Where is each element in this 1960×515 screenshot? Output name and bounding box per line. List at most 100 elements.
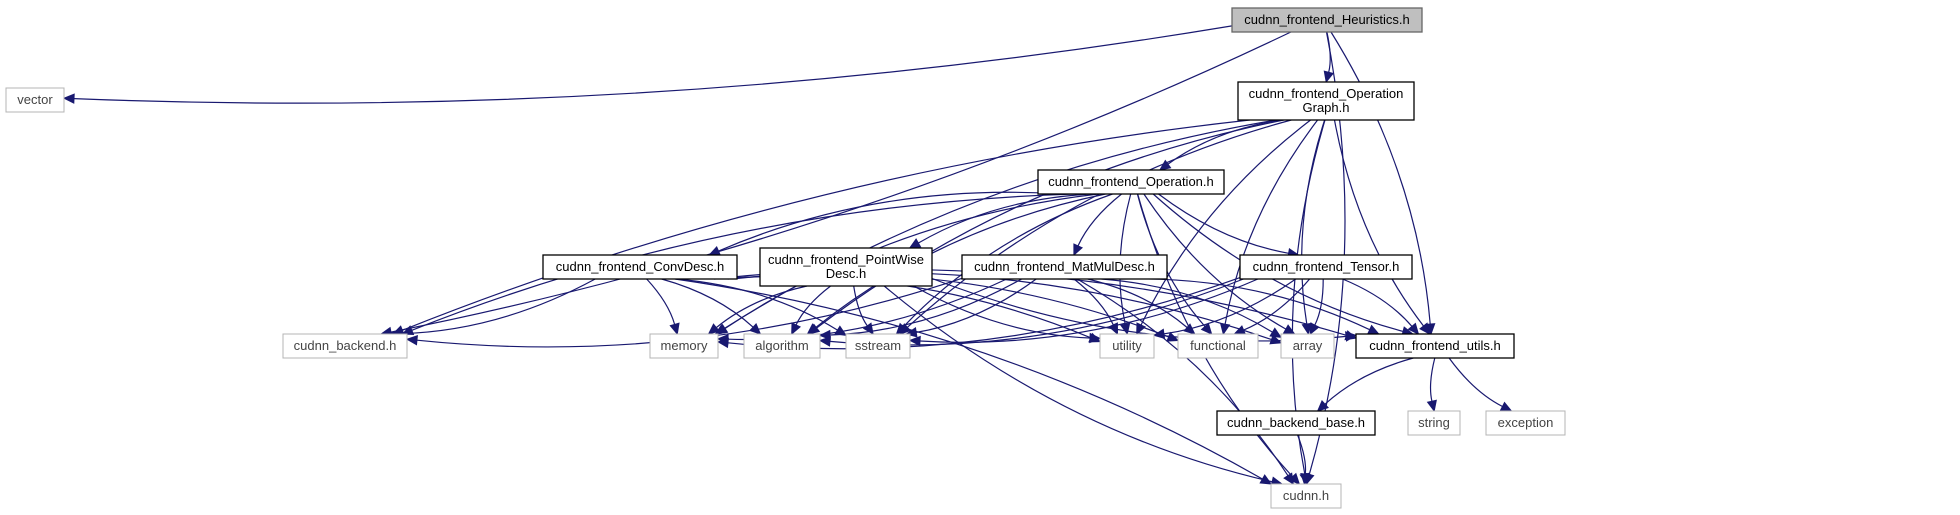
node-box (1355, 333, 1515, 359)
edge-line (1076, 278, 1289, 476)
node-box (1239, 254, 1413, 280)
edge-arrowhead (1323, 70, 1334, 84)
edge-arrowhead (1119, 322, 1131, 336)
edge-line (1087, 278, 1188, 328)
node-utils[interactable]: cudnn_frontend_utils.h (1355, 333, 1515, 359)
edge-arrowhead (908, 238, 922, 249)
node-label: Graph.h (1303, 100, 1350, 115)
edge-line (674, 278, 1263, 480)
edge-arrowhead (1300, 473, 1311, 486)
node-label: cudnn_frontend_Tensor.h (1253, 259, 1400, 274)
edge-heuristics-to-vector (62, 25, 1233, 104)
edge-matmul-to-array (1101, 278, 1283, 339)
edge-arrowhead (1269, 334, 1283, 345)
edge-arrowhead (1283, 472, 1294, 486)
edge-line (1333, 119, 1425, 327)
node-label: cudnn_frontend_utils.h (1369, 338, 1501, 353)
edge-opgraph-to-utils (1333, 119, 1431, 335)
edge-line (1224, 119, 1319, 325)
node-label: cudnn_frontend_PointWise (768, 252, 924, 267)
node-convdesc[interactable]: cudnn_frontend_ConvDesc.h (542, 254, 738, 280)
node-box (282, 333, 408, 359)
node-label: vector (17, 92, 53, 107)
edge-line (718, 191, 1062, 252)
edge-operation-to-pointwise (908, 193, 1091, 249)
node-label: array (1293, 338, 1323, 353)
node-box (1037, 169, 1225, 195)
edge-operation-to-sstream (895, 193, 1113, 335)
edge-arrowhead (1499, 401, 1513, 412)
edge-line (1429, 357, 1436, 402)
edge-convdesc-to-sstream (676, 278, 848, 337)
edge-line (918, 193, 1091, 244)
node-label: cudnn_frontend_ConvDesc.h (556, 259, 724, 274)
edge-arrowhead (1200, 322, 1213, 335)
node-box (1237, 81, 1415, 121)
dependency-edges (62, 25, 1513, 487)
edge-convdesc-to-cudnn_backend (388, 278, 596, 339)
edge-arrowhead (1073, 243, 1084, 257)
node-operation[interactable]: cudnn_frontend_Operation.h (1037, 169, 1225, 195)
edge-operation-to-convdesc (708, 191, 1062, 256)
edge-arrowhead (715, 323, 729, 335)
node-label: string (1418, 415, 1450, 430)
edge-backend_base-to-cudnn_h (1297, 434, 1311, 486)
node-tensor[interactable]: cudnn_frontend_Tensor.h (1239, 254, 1413, 280)
edge-arrowhead (818, 336, 831, 347)
edge-line (646, 278, 676, 325)
edge-pointwise-to-memory (707, 285, 808, 335)
edge-line (1324, 357, 1414, 405)
edge-arrowhead (401, 325, 415, 336)
node-label: functional (1190, 338, 1246, 353)
node-cudnn-h: cudnn.h (1270, 483, 1342, 509)
edge-heuristics-to-utils (1330, 31, 1436, 336)
edge-line (906, 119, 1292, 328)
edge-arrowhead (1309, 322, 1320, 336)
edge-arrowhead (1345, 331, 1358, 342)
node-functional: functional (1177, 333, 1259, 359)
node-utility: utility (1099, 333, 1155, 359)
edge-arrowhead (908, 335, 921, 347)
edge-line (1158, 193, 1289, 254)
edge-arrowhead (1316, 399, 1329, 412)
edge-opgraph-to-operation (1158, 119, 1281, 171)
edge-line (883, 285, 1273, 483)
node-matmul[interactable]: cudnn_frontend_MatMulDesc.h (961, 254, 1168, 280)
node-box (845, 333, 911, 359)
edge-pointwise-to-utility (913, 285, 1102, 344)
edge-arrowhead (708, 245, 722, 256)
node-box (759, 247, 933, 287)
edge-line (399, 278, 596, 335)
node-box (961, 254, 1168, 280)
edge-arrowhead (1233, 325, 1247, 335)
node-box (1231, 7, 1423, 33)
node-backend-base[interactable]: cudnn_backend_base.h (1216, 410, 1376, 436)
edge-line (1073, 278, 1114, 326)
edge-tensor-to-utility (1152, 278, 1297, 339)
edge-arrowhead (405, 334, 418, 346)
edge-tensor-to-sstream (908, 278, 1259, 347)
edge-opgraph-to-sstream (898, 119, 1292, 335)
edge-line (402, 119, 1250, 331)
edge-arrowhead (1108, 322, 1119, 336)
edge-arrowhead (669, 322, 680, 336)
edge-line (411, 193, 1074, 331)
node-cudnn-backend: cudnn_backend.h (282, 333, 408, 359)
edge-line (1167, 119, 1281, 165)
node-exception: exception (1485, 410, 1566, 436)
edge-line (390, 31, 1292, 333)
edge-tensor-to-utils (1342, 278, 1420, 335)
node-label: cudnn_frontend_Heuristics.h (1244, 12, 1410, 27)
edge-arrowhead (1367, 324, 1380, 335)
edge-opgraph-to-utility (1136, 119, 1311, 336)
node-box (1177, 333, 1259, 359)
node-label: cudnn_backend_base.h (1227, 415, 1365, 430)
edge-operation-to-algorithm (806, 193, 1106, 335)
node-label: exception (1498, 415, 1554, 430)
node-array: array (1280, 333, 1335, 359)
node-heuristics[interactable]: cudnn_frontend_Heuristics.h (1231, 7, 1423, 33)
